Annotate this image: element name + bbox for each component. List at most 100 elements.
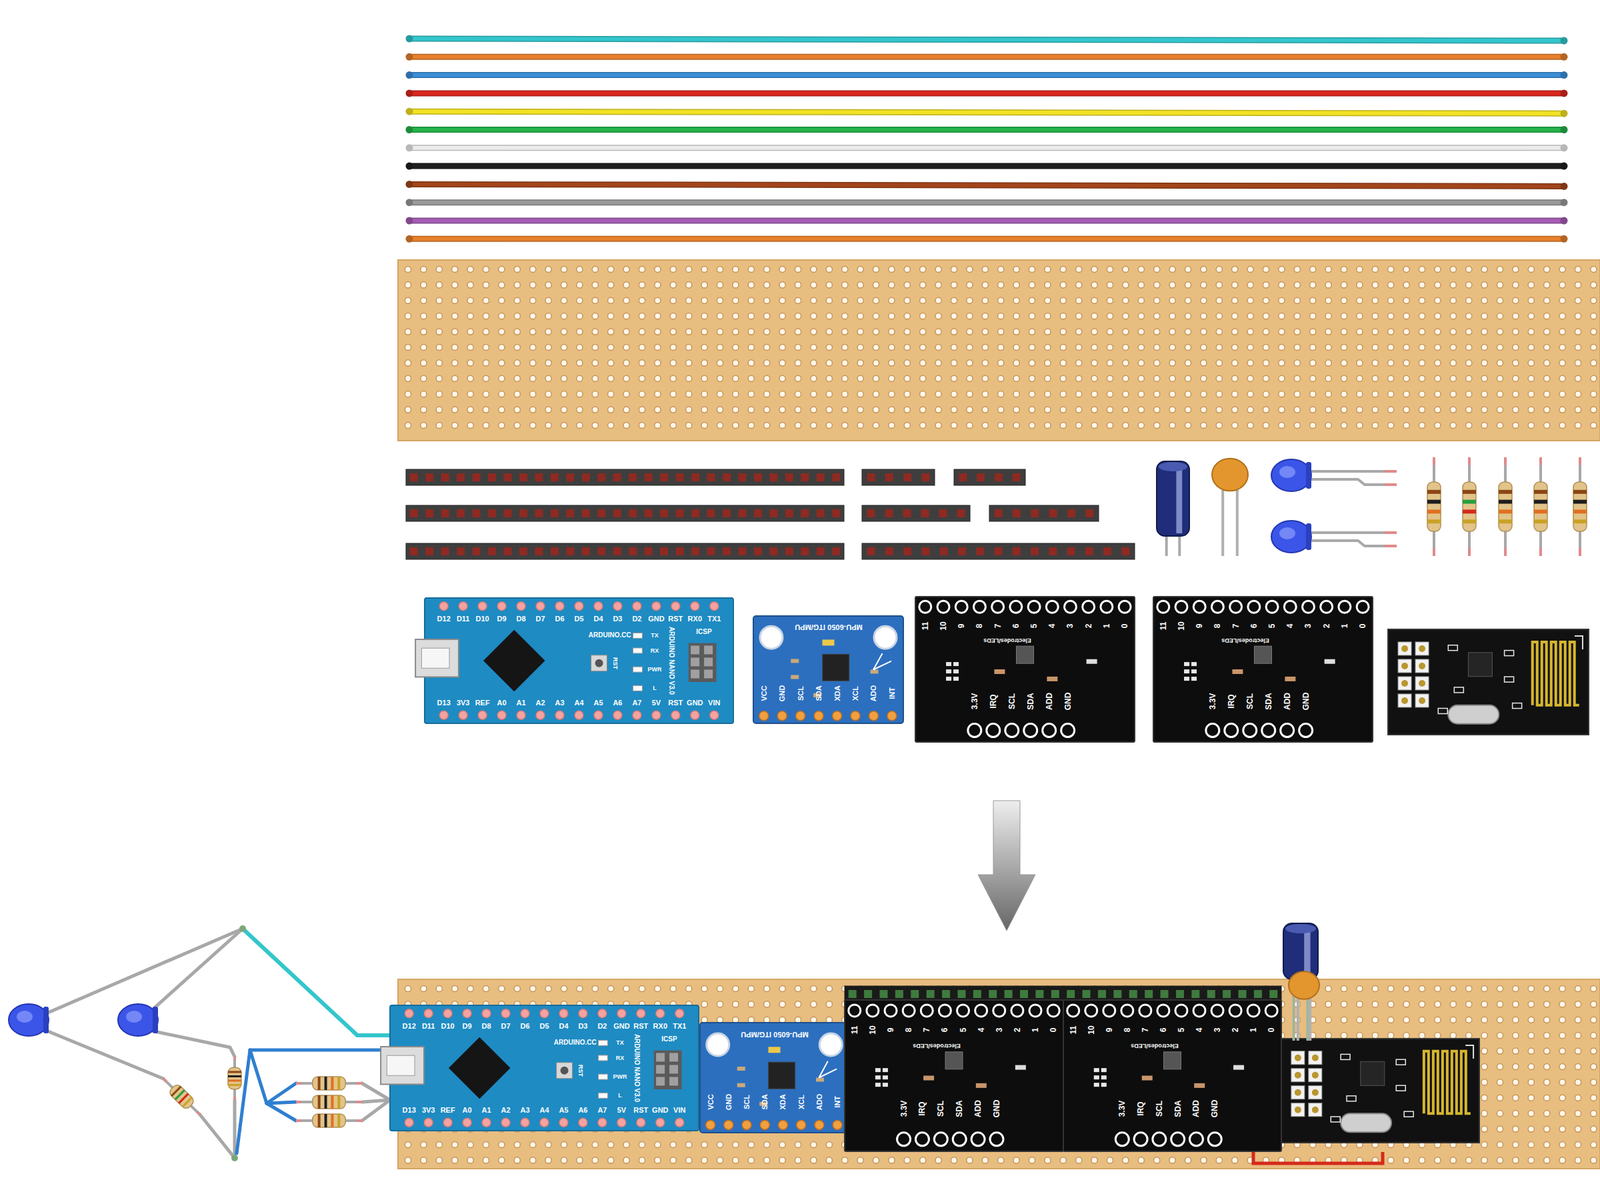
board-hole xyxy=(1559,985,1566,992)
board-hole xyxy=(452,313,458,320)
board-hole xyxy=(1138,297,1144,304)
board-hole xyxy=(1466,1157,1472,1164)
board-hole xyxy=(1060,313,1066,320)
board-hole xyxy=(1512,1079,1519,1086)
board-hole xyxy=(779,328,786,335)
board-hole xyxy=(1403,1032,1410,1039)
board-hole xyxy=(950,297,957,304)
board-hole xyxy=(1340,297,1347,304)
board-hole xyxy=(420,313,427,320)
board-hole xyxy=(686,391,692,398)
pin-header xyxy=(862,505,970,522)
wire-end xyxy=(406,53,414,61)
board-hole xyxy=(998,297,1004,304)
board-hole xyxy=(1106,344,1113,350)
board-hole xyxy=(810,282,817,288)
board-hole xyxy=(888,422,895,428)
header-pin xyxy=(425,509,434,518)
board-hole xyxy=(920,328,926,335)
board-hole xyxy=(732,328,739,335)
board-hole xyxy=(608,344,614,350)
board-hole xyxy=(654,360,661,366)
board-hole xyxy=(436,344,442,350)
pin-header xyxy=(989,505,1099,522)
board-hole xyxy=(560,1157,567,1164)
board-hole xyxy=(1450,313,1456,320)
board-hole xyxy=(1122,406,1129,413)
header-pin xyxy=(769,509,778,518)
board-hole xyxy=(1310,328,1316,335)
board-hole xyxy=(576,1157,583,1164)
board-hole xyxy=(1247,391,1254,398)
board-hole xyxy=(592,360,598,366)
board-hole xyxy=(1544,1063,1550,1070)
board-hole xyxy=(1434,313,1441,320)
board-hole xyxy=(1403,422,1410,428)
board-hole xyxy=(998,406,1004,413)
header-body xyxy=(862,505,970,522)
board-hole xyxy=(794,344,801,350)
board-hole xyxy=(1216,406,1222,413)
board-hole xyxy=(904,266,910,272)
board-hole xyxy=(732,360,739,366)
board-hole xyxy=(1434,985,1441,992)
board-hole xyxy=(1356,297,1363,304)
header-pin xyxy=(597,473,606,482)
board-hole xyxy=(1232,391,1238,398)
board-hole xyxy=(1559,360,1566,366)
board-hole xyxy=(1247,282,1254,288)
board-hole xyxy=(794,1157,801,1164)
board-hole xyxy=(1388,422,1394,428)
board-hole xyxy=(701,985,708,992)
board-hole xyxy=(966,375,973,382)
header-pin xyxy=(644,547,653,556)
board-hole xyxy=(545,422,552,428)
board-hole xyxy=(1091,313,1098,320)
board-hole xyxy=(1574,985,1581,992)
board-hole xyxy=(950,266,957,272)
board-hole xyxy=(1013,297,1020,304)
board-hole xyxy=(748,1157,754,1164)
board-hole xyxy=(1372,328,1378,335)
board-hole xyxy=(764,1157,770,1164)
header-pin xyxy=(504,473,512,482)
board-hole xyxy=(1091,328,1098,335)
board-hole xyxy=(638,422,645,428)
header-pin xyxy=(504,547,512,556)
board-hole xyxy=(1247,328,1254,335)
board-hole xyxy=(1106,391,1113,398)
board-hole xyxy=(1574,1001,1581,1008)
board-hole xyxy=(794,328,801,335)
board-hole xyxy=(686,422,692,428)
board-hole xyxy=(1262,391,1269,398)
board-hole xyxy=(1154,344,1160,350)
board-hole xyxy=(404,1141,411,1148)
board-hole xyxy=(1590,1063,1597,1070)
board-hole xyxy=(1512,282,1519,288)
board-hole xyxy=(1294,422,1300,428)
board-hole xyxy=(1559,297,1566,304)
board-hole xyxy=(1403,1157,1410,1164)
board-hole xyxy=(1544,1157,1550,1164)
board-hole xyxy=(1247,313,1254,320)
board-hole xyxy=(1325,313,1332,320)
board-hole xyxy=(1512,1001,1519,1008)
board-hole xyxy=(794,985,801,992)
board-hole xyxy=(1590,1079,1597,1086)
jumper-wire-outline xyxy=(409,199,1564,206)
header-pin xyxy=(885,473,894,482)
board-hole xyxy=(404,406,411,413)
jumper-wire-outline xyxy=(409,236,1564,242)
board-hole xyxy=(826,391,832,398)
board-hole xyxy=(1528,328,1534,335)
board-hole xyxy=(1450,360,1456,366)
header-pin xyxy=(519,473,528,482)
header-pin xyxy=(504,509,512,518)
board-hole xyxy=(514,391,520,398)
board-hole xyxy=(920,313,926,320)
board-hole xyxy=(1481,391,1488,398)
board-hole xyxy=(436,985,442,992)
board-hole xyxy=(1590,344,1597,350)
board-hole xyxy=(1559,375,1566,382)
board-hole xyxy=(1574,1016,1581,1023)
